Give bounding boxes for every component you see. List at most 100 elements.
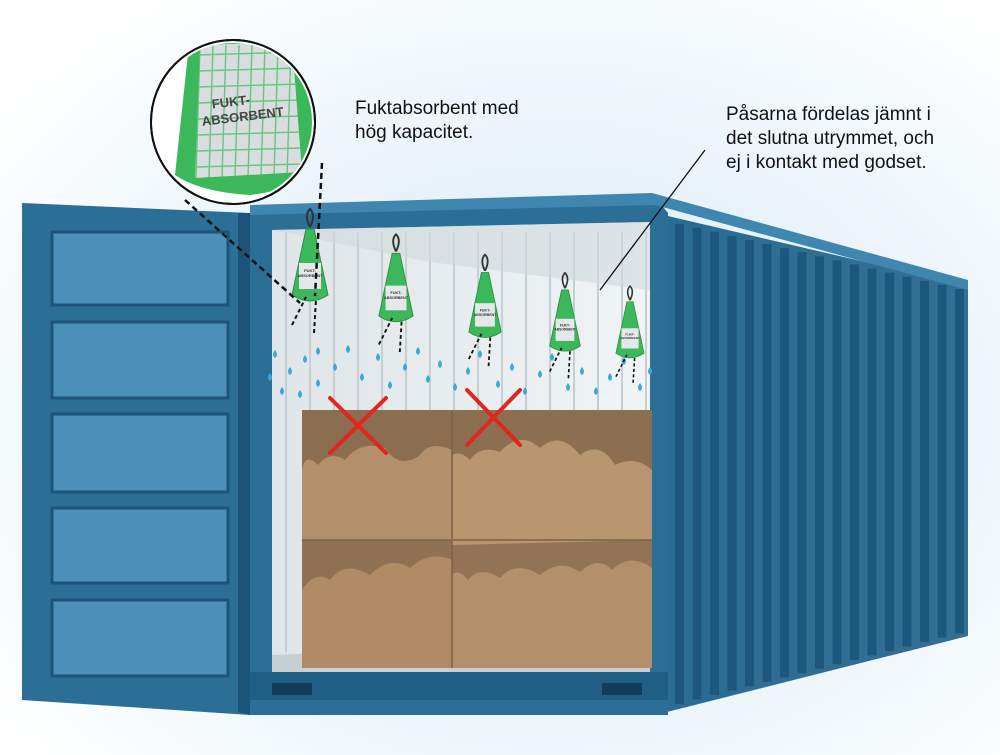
- absorbent-bag: FUKT-ABSORBENT: [548, 271, 581, 379]
- bag-label-line2: ABSORBENT: [474, 313, 498, 317]
- bag-label-line1: FUKT-: [560, 323, 570, 327]
- side-rib: [937, 284, 947, 638]
- water-drop: [638, 383, 642, 391]
- bag-label-line2: ABSORBENT: [297, 273, 323, 278]
- container-ceiling: [272, 222, 650, 290]
- moisture-arrow: [313, 298, 317, 334]
- moisture-arrow: [467, 333, 483, 360]
- water-drop: [268, 373, 272, 381]
- moisture-stain: [452, 540, 652, 580]
- moisture-arrow: [548, 347, 563, 372]
- water-drop: [566, 383, 570, 391]
- side-rib: [815, 256, 824, 669]
- leader-line-right: [599, 149, 706, 291]
- moisture-stain: [302, 410, 452, 470]
- side-rib: [745, 239, 754, 687]
- door-panel: [50, 320, 230, 400]
- water-drop: [316, 347, 320, 355]
- door-panel: [50, 598, 230, 678]
- water-drop: [538, 370, 542, 378]
- moisture-arrow: [291, 296, 307, 326]
- container-bottom-rail: [250, 672, 668, 700]
- water-drop: [316, 379, 320, 387]
- container-top-edge: [250, 193, 968, 290]
- side-rib: [780, 248, 789, 678]
- side-rib: [920, 280, 929, 643]
- absorbent-bag: FUKT-ABSORBENT: [378, 232, 414, 353]
- water-drop: [438, 360, 442, 368]
- no-contact-cross-right: [465, 388, 522, 447]
- bag-label-line2: ABSORBENT: [620, 336, 640, 340]
- container-side-ribs: [675, 223, 964, 704]
- moisture-arrow: [567, 349, 571, 379]
- moisture-arrow: [632, 356, 636, 383]
- side-rib: [832, 260, 842, 665]
- water-drop: [550, 353, 554, 361]
- absorbent-bags: FUKT-ABSORBENTFUKT-ABSORBENTFUKT-ABSORBE…: [291, 207, 645, 383]
- side-rib: [692, 227, 702, 700]
- water-drop: [298, 390, 302, 398]
- absorbent-bag: FUKT-ABSORBENT: [467, 253, 502, 367]
- door-panel: [50, 506, 230, 585]
- leader-line-magnifier-b: [313, 162, 324, 297]
- bag-label-line1: FUKT-: [625, 332, 634, 336]
- moisture-arrow: [398, 319, 403, 353]
- water-drop: [388, 381, 392, 389]
- side-rib: [885, 272, 894, 651]
- bag-label-line1: FUKT-: [390, 291, 402, 295]
- distribution-label-line2: det slutna utrymmet, och: [726, 128, 935, 149]
- no-contact-cross-left: [328, 396, 388, 455]
- water-drop: [376, 353, 380, 361]
- water-drop: [608, 373, 612, 381]
- bag-label-line2: ABSORBENT: [384, 296, 409, 300]
- moisture-stain: [302, 540, 452, 590]
- water-drop: [466, 367, 470, 375]
- side-rib: [762, 244, 772, 682]
- water-drop: [510, 363, 514, 371]
- water-drop: [346, 345, 350, 353]
- absorbent-label-line1: Fuktabsorbent med: [355, 98, 519, 119]
- water-drop: [594, 387, 598, 395]
- door-panel: [50, 230, 230, 307]
- distribution-label-line1: Påsarna fördelas jämnt i: [726, 104, 931, 125]
- water-drop: [478, 350, 482, 358]
- distribution-label: Påsarna fördelas jämnt i det slutna utry…: [726, 103, 934, 175]
- water-drops: [268, 345, 652, 398]
- cargo-boxes: [302, 410, 652, 668]
- absorbent-label: Fuktabsorbent med hög kapacitet.: [355, 97, 519, 145]
- water-drop: [523, 387, 527, 395]
- side-rib: [797, 252, 807, 674]
- water-drop: [403, 363, 407, 371]
- bag-label-line1: FUKT-: [304, 268, 316, 273]
- side-rib: [727, 235, 737, 691]
- water-drop: [288, 367, 292, 375]
- container-door: [22, 203, 250, 715]
- absorbent-label-line2: hög kapacitet.: [355, 122, 474, 143]
- moisture-arrow: [487, 335, 492, 367]
- water-drop: [273, 350, 277, 358]
- side-rib: [675, 223, 684, 704]
- bag-label-line2: ABSORBENT: [554, 328, 576, 332]
- side-rib: [850, 264, 859, 660]
- leader-line-magnifier-a: [184, 199, 301, 304]
- moisture-arrow: [615, 354, 628, 377]
- side-rib: [902, 276, 912, 647]
- water-drop: [303, 355, 307, 363]
- distribution-label-line3: ej i kontakt med godset.: [726, 152, 927, 173]
- water-drop: [280, 387, 284, 395]
- door-panel: [50, 412, 230, 494]
- magnifier: FUKT- ABSORBENT: [150, 39, 316, 205]
- water-drop: [580, 367, 584, 375]
- water-drop: [333, 363, 337, 371]
- box-bottom-left: [302, 540, 452, 668]
- side-rib: [710, 231, 719, 696]
- interior-rib: [285, 232, 287, 652]
- water-drop: [360, 373, 364, 381]
- magnifier-bag-text-line1: FUKT-: [211, 92, 251, 112]
- water-drop: [496, 380, 500, 388]
- water-drop: [648, 367, 652, 375]
- water-drop: [453, 383, 457, 391]
- side-rib: [867, 268, 877, 656]
